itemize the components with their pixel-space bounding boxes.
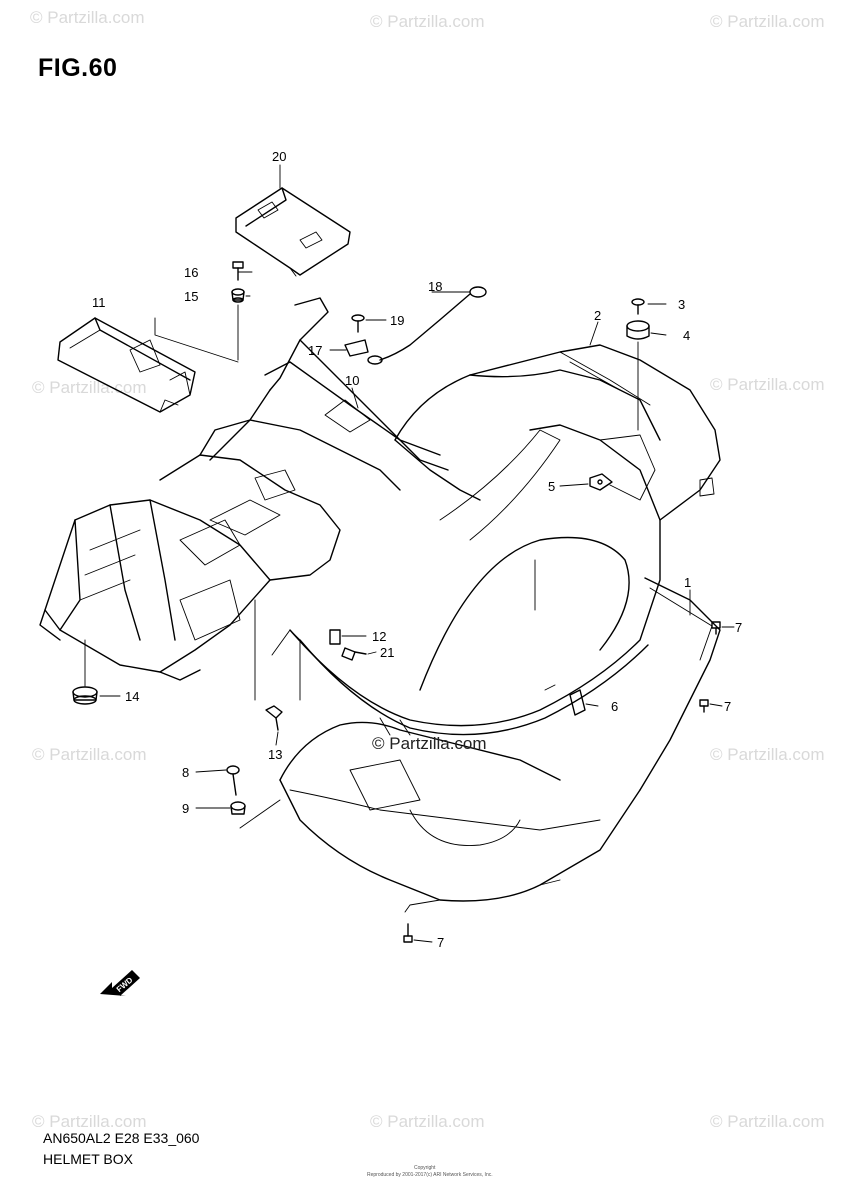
part-11-bracket <box>57 317 196 413</box>
watermark: © Partzilla.com <box>710 1112 825 1131</box>
watermark: © Partzilla.com <box>32 745 147 764</box>
part-5-nut <box>589 473 613 491</box>
section-name: HELMET BOX <box>43 1151 133 1167</box>
copyright-heading: Copyright <box>414 1165 436 1171</box>
callout-16: 16 <box>184 265 199 280</box>
watermark: © Partzilla.com <box>710 375 825 394</box>
callout-20: 20 <box>272 149 287 164</box>
part-3-screw <box>631 298 645 315</box>
watermark: © Partzilla.com <box>370 12 485 31</box>
figure-title: FIG.60 <box>38 54 118 82</box>
part-7-screw-a <box>711 621 721 635</box>
callout-7: 7 <box>437 935 445 950</box>
callout-18: 18 <box>428 279 443 294</box>
part-10-frame <box>209 297 449 471</box>
callout-7: 7 <box>735 620 743 635</box>
watermark: © Partzilla.com <box>710 745 825 764</box>
watermark: © Partzilla.com <box>32 378 147 397</box>
callout-13: 13 <box>268 747 283 762</box>
callout-8: 8 <box>182 765 190 780</box>
part-4-cushion <box>626 320 650 340</box>
model-code: AN650AL2 E28 E33_060 <box>43 1130 200 1146</box>
callout-10: 10 <box>345 373 360 388</box>
callout-11: 11 <box>92 295 106 310</box>
callout-7: 7 <box>724 699 732 714</box>
part-13-bolt <box>265 705 283 731</box>
callout-3: 3 <box>678 297 686 312</box>
forward-arrow-icon: FWD <box>100 970 140 996</box>
callout-1: 1 <box>684 575 692 590</box>
callout-6: 6 <box>611 699 619 714</box>
part-2-helmet-box <box>271 344 721 736</box>
frame-structure <box>39 419 401 681</box>
part-17-clip <box>344 339 369 357</box>
watermark: © Partzilla.com <box>710 12 825 31</box>
part-8-bolt <box>226 765 240 796</box>
watermark: © Partzilla.com <box>30 8 145 27</box>
part-14-grommet <box>72 686 98 705</box>
callout-19: 19 <box>390 313 405 328</box>
watermark-center: © Partzilla.com <box>372 734 487 753</box>
callout-14: 14 <box>125 689 140 704</box>
callout-4: 4 <box>683 328 691 343</box>
part-1-lower-tray <box>279 577 721 913</box>
callout-5: 5 <box>548 479 556 494</box>
part-19-screw <box>351 314 365 333</box>
part-16-bolt <box>232 261 244 281</box>
copyright-notice: Reproduced by 2001-2017(c) ARI Network S… <box>367 1172 493 1178</box>
callout-21: 21 <box>380 645 395 660</box>
watermark: © Partzilla.com <box>370 1112 485 1131</box>
part-20-cover-plate <box>235 187 351 277</box>
callout-12: 12 <box>372 629 387 644</box>
watermark: © Partzilla.com <box>32 1112 147 1131</box>
callout-2: 2 <box>594 308 602 323</box>
part-9-washer <box>230 801 246 815</box>
callout-15: 15 <box>184 289 199 304</box>
part-15-grommet <box>231 288 245 303</box>
part-21-screw <box>341 647 367 661</box>
callout-9: 9 <box>182 801 190 816</box>
part-7-screw-b <box>699 699 709 713</box>
callout-17: 17 <box>308 343 323 358</box>
part-12-nut <box>329 629 341 645</box>
part-7-screw-c <box>403 923 413 943</box>
part-6-clip <box>569 689 586 716</box>
part-18-cable <box>367 286 487 365</box>
